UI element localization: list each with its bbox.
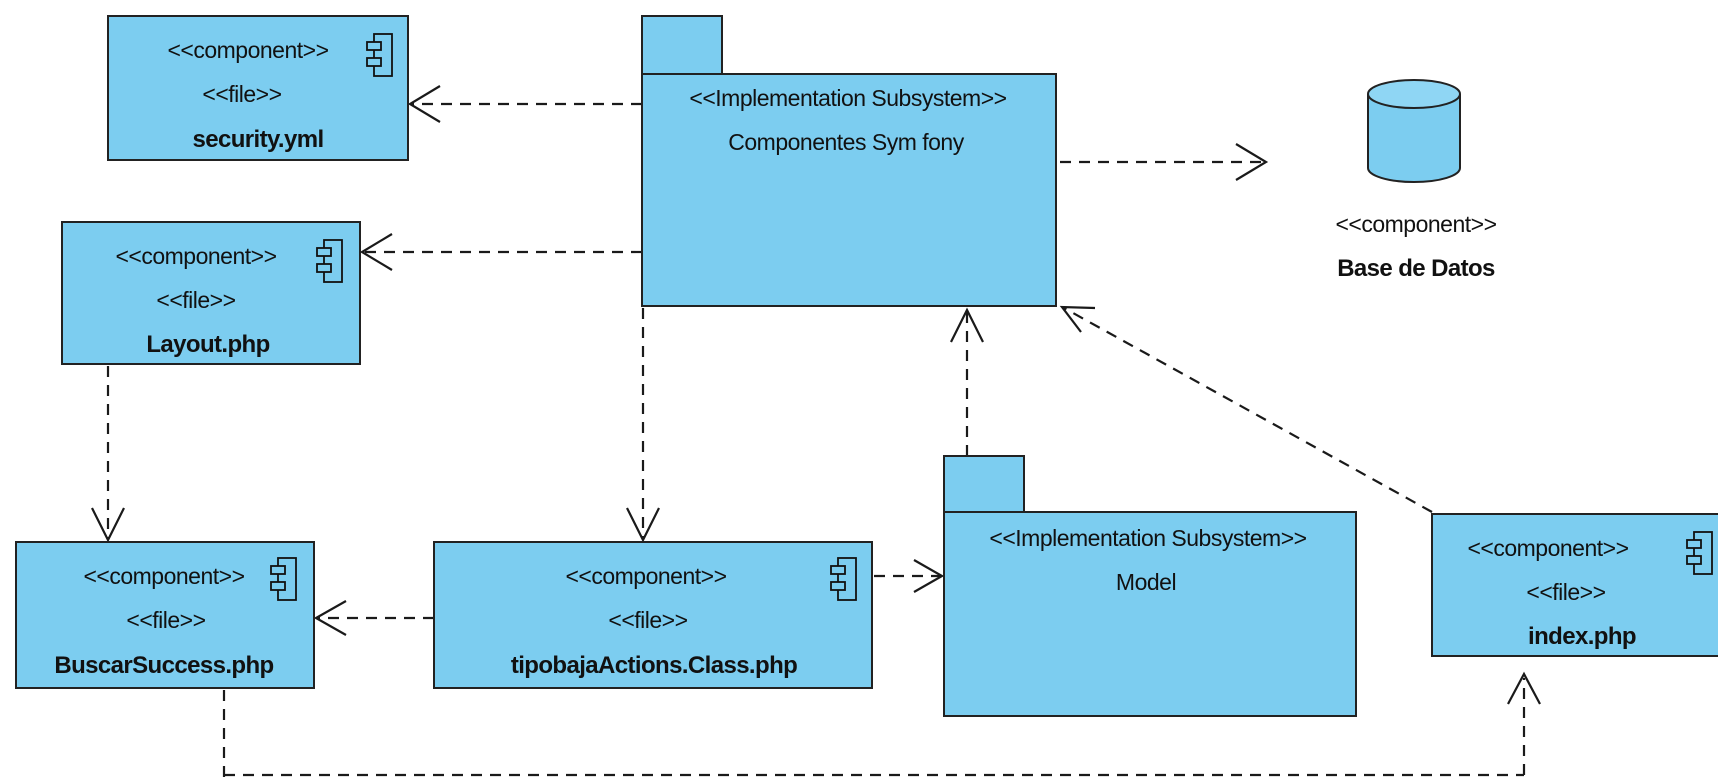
database-stereotype: <<component>> (1335, 211, 1496, 237)
component-tipobajaactions-class-php[interactable]: <<component>> <<file>> tipobajaActions.C… (433, 541, 873, 689)
index-file-stereotype: <<file>> (1526, 579, 1605, 605)
buscar-file-stereotype: <<file>> (126, 607, 205, 633)
dependency-index-to-symfony (1059, 305, 1433, 513)
dependency-actions-to-model (874, 559, 945, 593)
model-name: Model (1116, 569, 1176, 595)
database-cylinder-icon (1367, 79, 1461, 183)
component-layout-php[interactable]: <<component>> <<file>> Layout.php (61, 221, 361, 365)
component-buscarsuccess-php[interactable]: <<component>> <<file>> BuscarSuccess.php (15, 541, 315, 689)
dependency-buscar-to-index (222, 671, 1541, 777)
dependency-symfony-to-actions (626, 308, 660, 543)
component-icon (270, 557, 297, 601)
index-name: index.php (1528, 623, 1636, 650)
dependency-symfony-to-security (407, 85, 642, 123)
component-security-yml[interactable]: <<component>> <<file>> security.yml (107, 15, 409, 161)
buscar-stereotype: <<component>> (83, 563, 244, 589)
dependency-actions-to-buscar (313, 600, 434, 636)
subsystem-model[interactable]: <<Implementation Subsystem>> Model (943, 455, 1357, 717)
component-icon (316, 239, 343, 283)
component-index-php[interactable]: <<component>> <<file>> index.php (1431, 513, 1718, 657)
buscar-name: BuscarSuccess.php (54, 652, 273, 679)
layout-file-stereotype: <<file>> (156, 287, 235, 313)
layout-name: Layout.php (146, 331, 269, 358)
layout-stereotype: <<component>> (115, 243, 276, 269)
symfony-stereotype: <<Implementation Subsystem>> (689, 85, 1006, 111)
index-stereotype: <<component>> (1467, 535, 1628, 561)
dependency-model-to-symfony (950, 307, 984, 456)
database-name: Base de Datos (1337, 255, 1495, 282)
subsystem-componentes-symfony[interactable]: <<Implementation Subsystem>> Componentes… (641, 15, 1057, 307)
symfony-name: Componentes Sym fony (728, 129, 964, 155)
security-name: security.yml (192, 126, 323, 153)
dependency-layout-to-buscar (91, 366, 125, 543)
dependency-symfony-to-layout (359, 233, 642, 271)
component-base-de-datos[interactable]: <<component>> Base de Datos (1335, 79, 1497, 282)
security-file-stereotype: <<file>> (202, 81, 281, 107)
component-icon (830, 557, 857, 601)
component-icon (366, 33, 393, 77)
actions-stereotype: <<component>> (565, 563, 726, 589)
model-stereotype: <<Implementation Subsystem>> (989, 525, 1306, 551)
security-stereotype: <<component>> (167, 37, 328, 63)
actions-name: tipobajaActions.Class.php (511, 652, 797, 679)
dependency-symfony-to-database (1060, 143, 1269, 181)
actions-file-stereotype: <<file>> (608, 607, 687, 633)
component-icon (1686, 531, 1713, 575)
